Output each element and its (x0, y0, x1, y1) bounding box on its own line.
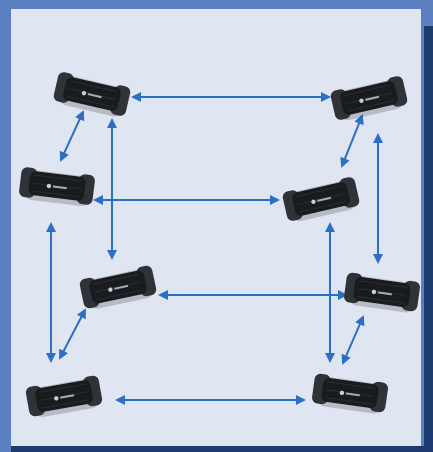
bottom-right-device (312, 373, 388, 414)
sensor-device-icon (312, 373, 388, 414)
link-lower-right-device-to-bottom-right-device (341, 315, 365, 365)
link-lower-left-device-to-bottom-left-device (59, 308, 86, 360)
sensor-device-icon (25, 375, 103, 417)
device-nodes (19, 72, 420, 417)
sensor-device-icon (282, 177, 360, 221)
sensor-device-icon (344, 272, 420, 313)
link-top-right-device-to-upper-right-device (340, 114, 364, 168)
top-right-device (330, 76, 408, 120)
sensor-device-icon (53, 72, 131, 117)
sensor-device-icon (330, 76, 408, 120)
sensor-device-icon (19, 167, 95, 206)
connection-links (46, 92, 383, 405)
frame-bottom-edge (11, 446, 433, 452)
lower-right-device (344, 272, 420, 313)
bottom-left-device (25, 375, 103, 417)
sensor-device-icon (79, 265, 157, 309)
top-left-device (53, 72, 131, 117)
upper-left-device (19, 167, 95, 206)
link-top-left-device-to-upper-left-device (59, 110, 85, 162)
frame-right-edge (424, 26, 433, 452)
upper-right-device (282, 177, 360, 221)
lower-left-device (79, 265, 157, 309)
